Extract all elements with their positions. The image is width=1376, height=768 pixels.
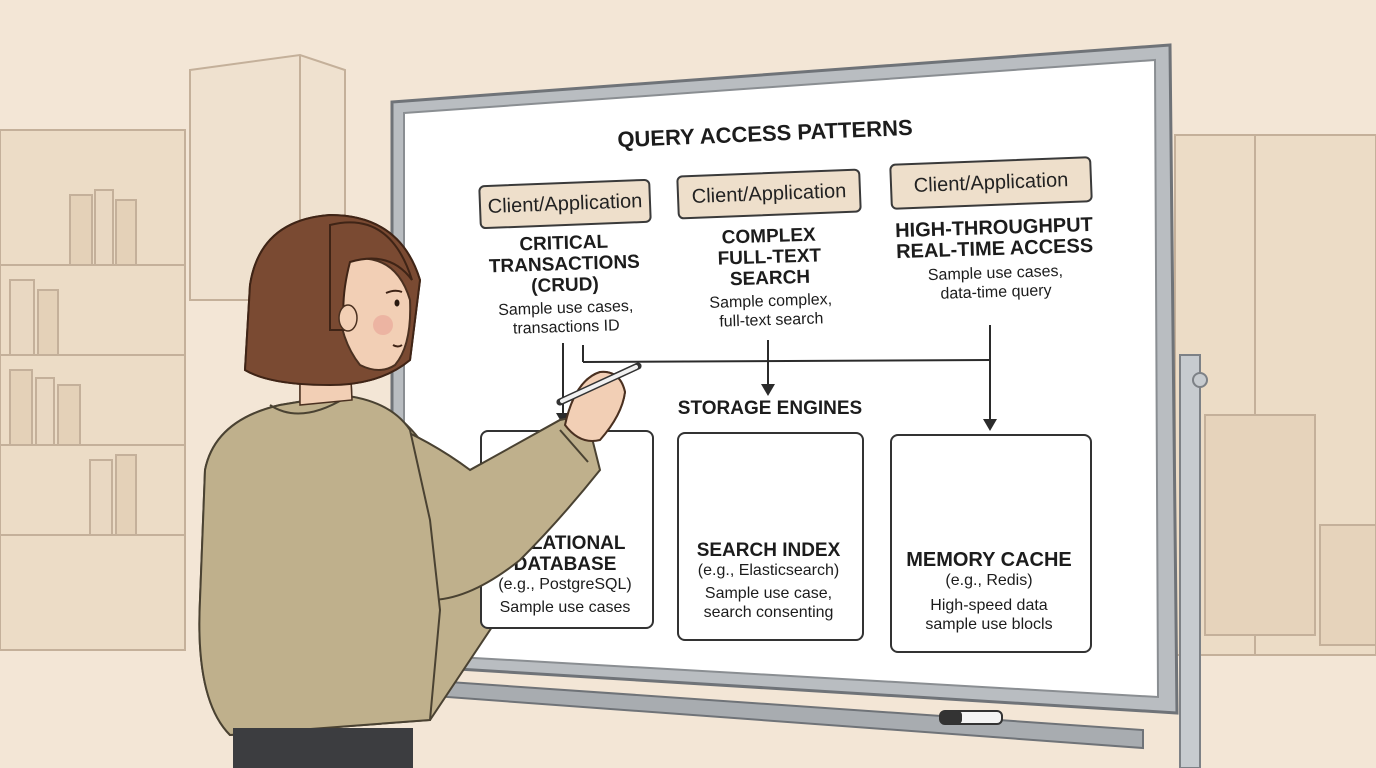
bookshelf-left [0,129,186,651]
engine-3-desc-line-2: sample use blocls [925,616,1053,633]
engine-2-desc-line-1: Sample use case, [704,585,833,602]
engine-2-name: SEARCH INDEX [696,540,841,561]
engine-2-desc-line-2: search consenting [703,604,834,621]
engine-3-desc-line-1: High-speed data [930,597,1048,614]
engine-2-example: (e.g., Elasticsearch) [697,562,840,579]
engine-1-desc-line-1: Sample use cases [499,599,631,616]
engine-1-example: (e.g., PostgreSQL) [498,576,632,593]
arrow-head-middle [761,384,775,396]
engine-3-text: MEMORY CACHE (e.g., Redis) High-speed da… [890,550,1088,634]
storage-engines-title: STORAGE ENGINES [677,398,863,419]
engine-3-example: (e.g., Redis) [945,572,1033,589]
engine-1-text: RELATIONAL DATABASE (e.g., PostgreSQL) S… [480,533,650,617]
engine-1-name-line-2: DATABASE [513,554,617,575]
arrow-head-right [983,419,997,431]
whiteboard-stand [1179,354,1208,768]
engine-3-name: MEMORY CACHE [906,549,1072,571]
engine-card-cache [890,434,1092,653]
engine-2-text: SEARCH INDEX (e.g., Elasticsearch) Sampl… [677,540,860,622]
engine-card-search [677,432,864,641]
